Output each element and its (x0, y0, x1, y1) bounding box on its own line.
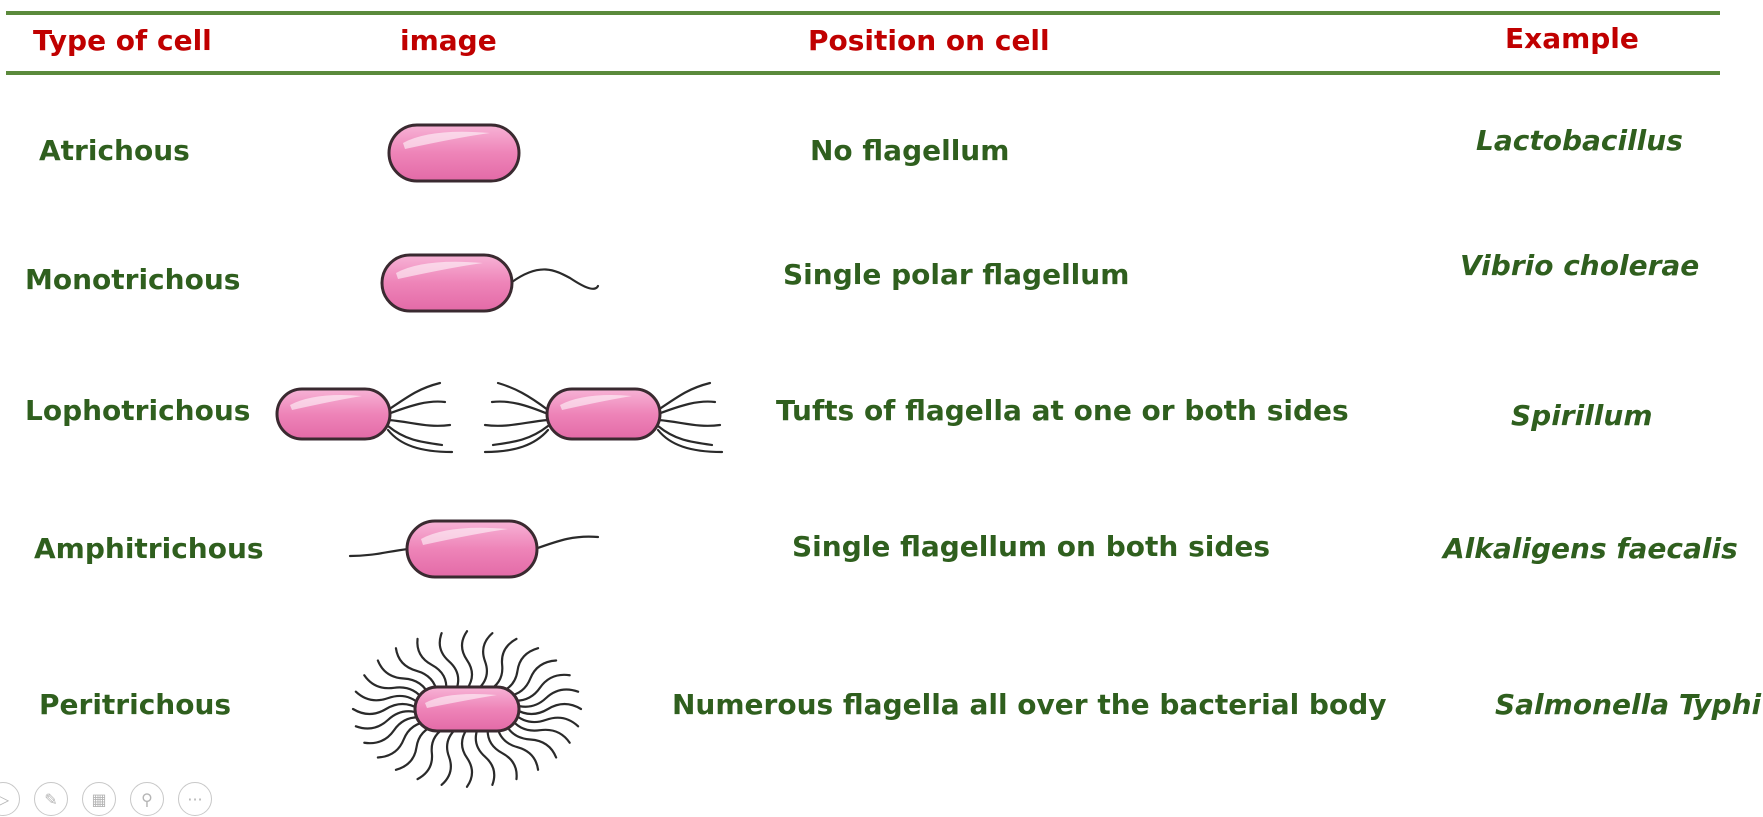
header-type-of-cell: Type of cell (33, 24, 212, 57)
row-amphitrichous-example: Alkaligens faecalis (1443, 532, 1738, 565)
zoom-icon[interactable]: ⚲ (130, 782, 164, 816)
row-peritrichous-type: Peritrichous (39, 688, 232, 721)
row-monotrichous-position: Single polar flagellum (783, 258, 1130, 291)
flagellum (394, 647, 439, 695)
amphitrichous-bacterium-icon (348, 519, 600, 579)
row-amphitrichous-position: Single flagellum on both sides (792, 530, 1271, 563)
peritrichous-cell-body (413, 685, 521, 733)
flagellum (495, 723, 540, 771)
row-atrichous-position: No flagellum (810, 134, 1010, 167)
header-position-on-cell: Position on cell (808, 24, 1050, 57)
row-peritrichous-position: Numerous flagella all over the bacterial… (672, 688, 1387, 721)
slides-icon[interactable]: ▦ (82, 782, 116, 816)
header-example: Example (1505, 22, 1639, 55)
flagellum (509, 716, 571, 744)
row-lophotrichous-example: Spirillum (1511, 399, 1653, 432)
flagellum (460, 630, 474, 691)
row-amphitrichous-type: Amphitrichous (34, 532, 264, 565)
atrichous-bacterium-icon (387, 123, 521, 183)
flagellum (440, 727, 458, 786)
pen-icon[interactable]: ✎ (34, 782, 68, 816)
row-lophotrichous-type: Lophotrichous (25, 394, 251, 427)
flagellum (460, 727, 474, 788)
row-monotrichous-type: Monotrichous (25, 263, 241, 296)
peritrichous-cell-shine (425, 694, 497, 708)
row-peritrichous-example: Salmonella Typhi (1495, 688, 1762, 721)
monotrichous-bacterium-icon (380, 253, 600, 313)
flagellum (474, 727, 496, 786)
flagellum (354, 690, 422, 706)
row-atrichous-type: Atrichous (39, 134, 190, 167)
flagellum (351, 702, 421, 716)
flagellum (376, 659, 431, 698)
flagellum (486, 637, 518, 693)
row-monotrichous-example: Vibrio cholerae (1460, 249, 1700, 282)
header-bottom-rule (6, 71, 1720, 75)
flagellum (509, 673, 571, 702)
row-lophotrichous-position: Tufts of flagella at one or both sides (776, 394, 1349, 427)
header-top-rule (6, 11, 1720, 15)
flagellum (486, 725, 518, 781)
header-image: image (400, 24, 497, 57)
flagellum (363, 716, 425, 745)
flagellum (416, 725, 448, 781)
row-atrichous-example: Lactobacillus (1476, 124, 1683, 157)
flagellum (476, 632, 494, 691)
lophotrichous-bacterium-icon-one-side (275, 381, 454, 454)
flagellum (503, 720, 558, 759)
flagellum (354, 710, 422, 730)
flagellum (363, 674, 425, 702)
flagellum (513, 702, 583, 716)
flagellum (416, 637, 448, 693)
peritrichous-bacterium-icon (351, 630, 583, 788)
lophotrichous-bacterium-icon-both-sides (483, 381, 724, 454)
flagellum (438, 632, 460, 691)
flagellum (512, 688, 580, 708)
more-icon[interactable]: ··· (178, 782, 212, 816)
flagellum (512, 712, 580, 728)
